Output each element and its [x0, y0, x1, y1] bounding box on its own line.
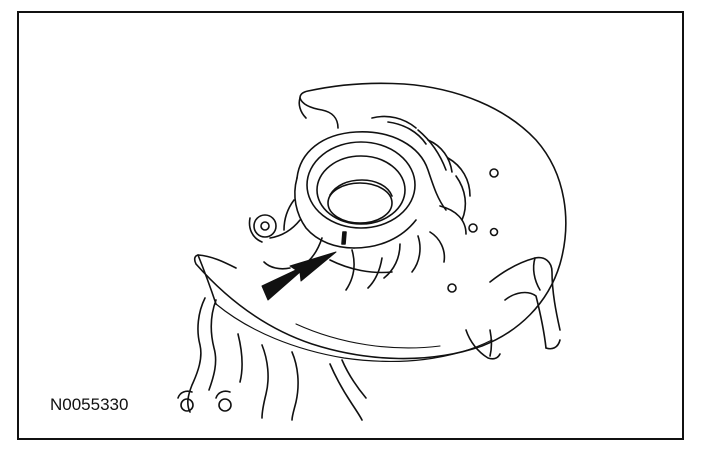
figure-frame	[17, 11, 684, 440]
steering-knuckle	[177, 214, 561, 421]
indicator-arrow	[261, 251, 337, 301]
figure-id-label: N0055330	[50, 395, 129, 414]
alignment-mark	[341, 231, 347, 245]
dust-shield	[193, 82, 567, 363]
